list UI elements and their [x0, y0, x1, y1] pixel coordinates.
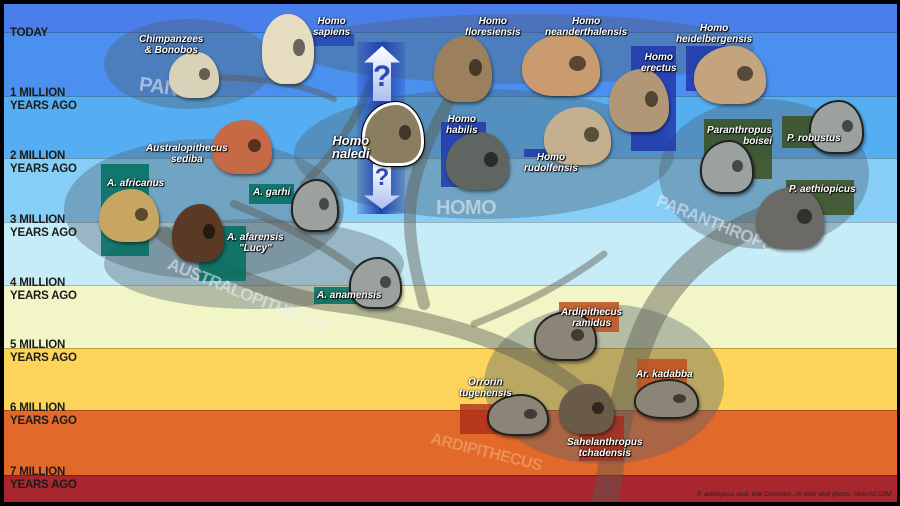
- time-label-line: YEARS AGO: [10, 226, 77, 239]
- skull-homo-sapiens: [262, 14, 314, 84]
- time-label-line: YEARS AGO: [10, 289, 77, 302]
- skull-homo-rudolfensis: [544, 107, 611, 165]
- label-homo-heidelbergensis: Homo heidelbergensis: [676, 23, 753, 45]
- skull-p-aethiopicus: [756, 187, 824, 249]
- skull-ar-kadabba: [634, 379, 699, 419]
- time-label-line: YEARS AGO: [10, 478, 77, 491]
- skull-a-garhi: [291, 179, 339, 232]
- band-6-7my: [4, 410, 897, 475]
- label-homo-naledi: Homo naledi: [332, 133, 370, 161]
- label-ar-kadabba: Ar. kadabba: [636, 369, 693, 380]
- band-5-6my: [4, 348, 897, 410]
- band-7my: [4, 475, 897, 502]
- time-label-line: 5 MILLION: [10, 339, 66, 351]
- skull-homo-neanderthalensis: [522, 34, 600, 96]
- time-label-line: 1 MILLION: [10, 87, 66, 99]
- skull-orrorin: [487, 394, 549, 436]
- skull-homo-heidelbergensis: [694, 46, 766, 104]
- time-label-today: TODAY: [10, 27, 48, 40]
- skull-homo-floresiensis: [434, 36, 492, 102]
- time-label-line: 2 MILLION: [10, 150, 66, 162]
- label-australopithecus-sediba: Australopithecus sediba: [146, 143, 228, 165]
- time-label-line: 3 MILLION: [10, 214, 66, 226]
- skull-homo-habilis: [446, 132, 509, 190]
- time-label-line: 7 MILLION: [10, 466, 66, 478]
- label-homo-rudolfensis: Homo rudolfensis: [524, 152, 578, 174]
- time-label-line: 6 MILLION: [10, 402, 66, 414]
- label-a-afarensis: A. afarensis "Lucy": [227, 232, 284, 254]
- skull-homo-naledi: [361, 101, 425, 167]
- skull-a-anamensis: [349, 257, 402, 309]
- band-today: [4, 4, 897, 32]
- label-homo-floresiensis: Homo floresiensis: [465, 16, 521, 38]
- label-p-robustus: P. robustus: [787, 133, 841, 144]
- time-label-line: TODAY: [10, 27, 48, 39]
- label-homo-habilis: Homo habilis: [446, 114, 478, 136]
- label-homo-erectus: Homo erectus: [641, 52, 677, 74]
- skull-p-robustus: [809, 100, 864, 154]
- label-homo-sapiens: Homo sapiens: [313, 16, 351, 38]
- photo-credit: P. aethiopicus skull: Wiki Commons. All …: [697, 492, 891, 498]
- time-label-line: 4 MILLION: [10, 277, 66, 289]
- time-label-line: YEARS AGO: [10, 351, 77, 364]
- label-paranthropus-boisei: Paranthropus boisei: [707, 125, 773, 147]
- skull-ardipithecus-ramidus: [534, 311, 597, 361]
- label-a-garhi: A. garhi: [253, 187, 291, 198]
- genus-label-homo: HOMO: [436, 197, 497, 219]
- skull-chimpanzee: [169, 52, 219, 98]
- skull-a-afarensis: [172, 204, 224, 262]
- label-chimpanzees-bonobos: Chimpanzees & Bonobos: [139, 34, 204, 56]
- label-box-garhi: [249, 184, 294, 204]
- label-orrorin-tugenensis: Orrorin tugenensis: [459, 377, 512, 399]
- skull-paranthropus-boisei: [700, 140, 754, 194]
- label-homo-neanderthalensis: Homo neanderthalensis: [545, 16, 628, 38]
- label-a-anamensis: A. anamensis: [317, 290, 382, 301]
- label-sahelanthropus-tchadensis: Sahelanthropus tchadensis: [567, 437, 643, 459]
- skull-a-africanus: [99, 189, 159, 242]
- skull-australopithecus-sediba: [212, 120, 272, 174]
- time-label-line: YEARS AGO: [10, 414, 77, 427]
- label-ardipithecus-ramidus: Ardipithecus ramidus: [561, 307, 623, 329]
- time-label-line: YEARS AGO: [10, 99, 77, 112]
- label-p-aethiopicus: P. aethiopicus: [789, 184, 856, 195]
- skull-sahelanthropus: [559, 384, 614, 434]
- label-box-sapiens: [309, 34, 354, 46]
- skull-homo-erectus: [609, 69, 669, 132]
- time-label-line: YEARS AGO: [10, 162, 77, 175]
- band-4-5my: [4, 285, 897, 348]
- label-a-africanus: A. africanus: [107, 178, 165, 189]
